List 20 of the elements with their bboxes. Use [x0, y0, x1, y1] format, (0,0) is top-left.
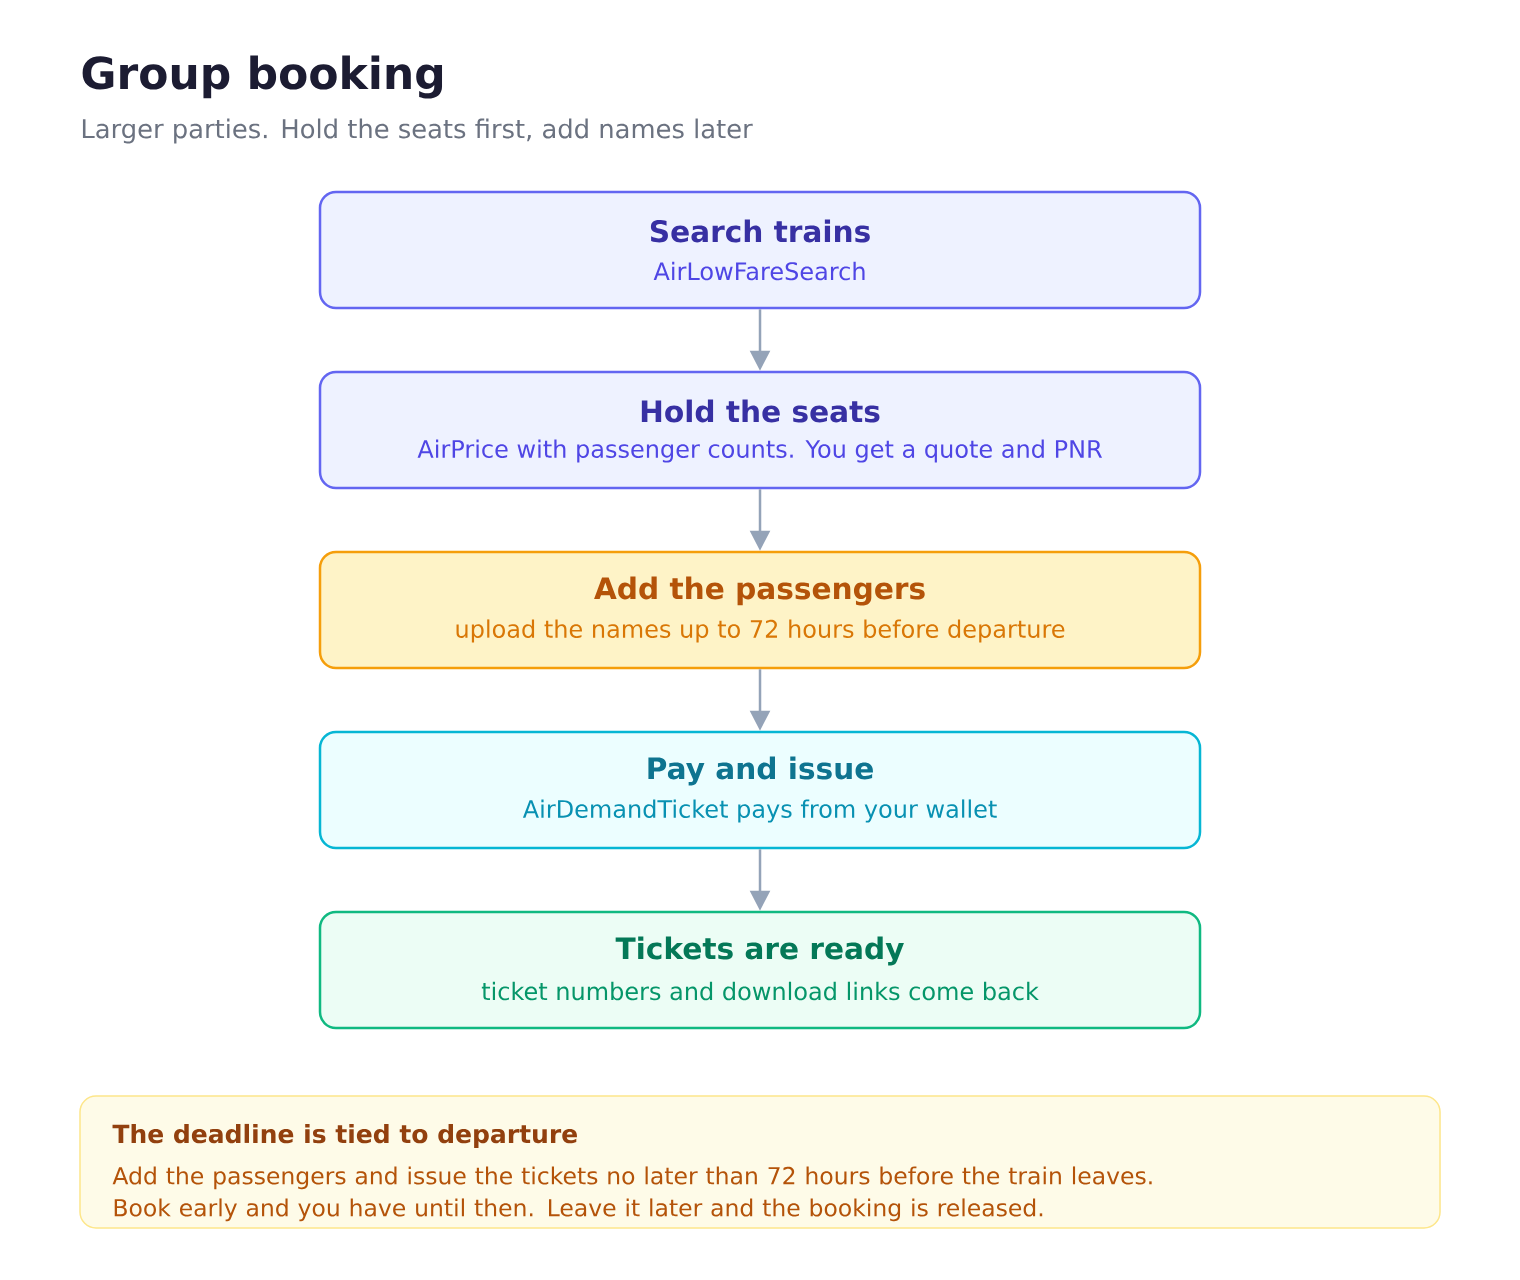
- step-title: Search trains: [650, 219, 870, 243]
- process-box: [318, 550, 1202, 670]
- process-box: [318, 190, 1202, 310]
- process-box: [318, 370, 1202, 490]
- step-title: Tickets are ready: [615, 936, 904, 966]
- step-description: AirLowFareSearch: [653, 261, 865, 281]
- subtitle: Larger parties. Hold the seats first, add names later: [82, 118, 753, 144]
- note-box: [79, 1095, 1441, 1229]
- step-title: Pay and issue: [648, 756, 873, 786]
- step-description: ticket numbers and download links come back: [481, 981, 1039, 1001]
- process-box: [318, 910, 1202, 1030]
- step-title: Add the passengers: [594, 576, 925, 606]
- process-box: [318, 730, 1202, 850]
- step-description: AirPrice with passenger counts. You get a quote and PNR: [417, 439, 1103, 463]
- step-description: AirDemandTicket pays from your wallet: [522, 799, 997, 823]
- step-title: Hold the seats: [641, 399, 880, 423]
- title: Group booking: [82, 55, 442, 99]
- note-text: Add the passengers and issue the tickets no later than 72 hours before the train leaves. Book early and you have until then. Leave it later and the booking is released.: [112, 1166, 1152, 1222]
- note-heading: The deadline is tied to departure: [112, 1123, 577, 1149]
- step-description: upload the names up to 72 hours before departure: [456, 619, 1065, 643]
